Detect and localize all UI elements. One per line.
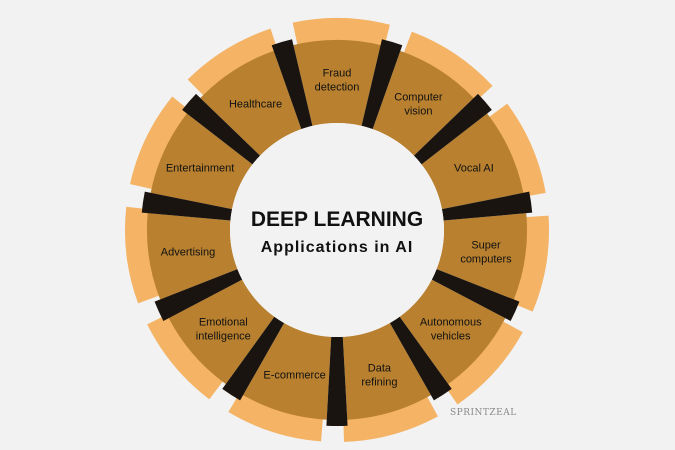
segment-separator: [389, 316, 452, 401]
segment-separator: [326, 336, 348, 426]
segment-label: intelligence: [196, 331, 251, 343]
segment-label: Emotional: [199, 317, 248, 329]
segment-separator: [441, 191, 533, 221]
ring-separators: [141, 39, 533, 426]
segment-label: Data: [368, 362, 392, 374]
segment-label: refining: [361, 376, 397, 388]
segment-outer-band: [130, 96, 193, 190]
segment-label: Computer: [394, 91, 443, 103]
segment-label: computers: [460, 253, 512, 265]
segment-label: E-commerce: [263, 369, 325, 381]
segment-separator: [431, 269, 520, 321]
center-hub: [230, 123, 444, 337]
segment-body: [421, 113, 524, 210]
segment-outer-band: [124, 206, 163, 304]
segment-separator: [271, 39, 313, 130]
segment-label: Autonomous: [420, 317, 482, 329]
segment-outer-band: [486, 103, 546, 198]
segment-body: [293, 40, 381, 126]
segment-separator: [222, 316, 285, 401]
center-title: DEEP LEARNING: [251, 208, 423, 231]
segment-outer-band: [508, 215, 549, 312]
segment-label: vision: [404, 105, 432, 117]
segment-body: [436, 213, 527, 300]
watermark-logo: SPRINTZEAL: [450, 408, 517, 418]
segment-label: Fraud: [323, 68, 352, 80]
segment-outer-band: [187, 28, 279, 98]
segment-body: [372, 50, 474, 156]
segment-body: [243, 323, 332, 420]
segment-body: [200, 50, 302, 156]
segment-label: Advertising: [161, 246, 215, 258]
segment-body: [147, 213, 238, 300]
segment-body: [399, 279, 506, 385]
segment-separator: [154, 269, 243, 321]
segment-label: Entertainment: [166, 163, 234, 175]
segment-separator: [141, 191, 233, 221]
segment-body: [150, 113, 253, 210]
segment-outer-band: [147, 312, 225, 400]
segment-outer-band: [228, 389, 324, 442]
segment-separator: [182, 93, 261, 165]
segment-separator: [361, 39, 403, 130]
segment-outer-band: [442, 319, 523, 405]
segment-body: [168, 279, 275, 385]
segment-label: Healthcare: [229, 98, 282, 110]
segment-label: detection: [315, 82, 360, 94]
center-subtitle: Applications in AI: [261, 239, 414, 256]
segment-outer-band: [343, 393, 438, 442]
segment-label: vehicles: [431, 331, 471, 343]
ring-segments: [124, 18, 549, 442]
segment-label: Super: [471, 239, 501, 251]
segment-label: Vocal AI: [454, 163, 494, 175]
segment-body: [342, 323, 431, 420]
segment-outer-band: [402, 31, 493, 104]
segment-separator: [413, 93, 492, 165]
